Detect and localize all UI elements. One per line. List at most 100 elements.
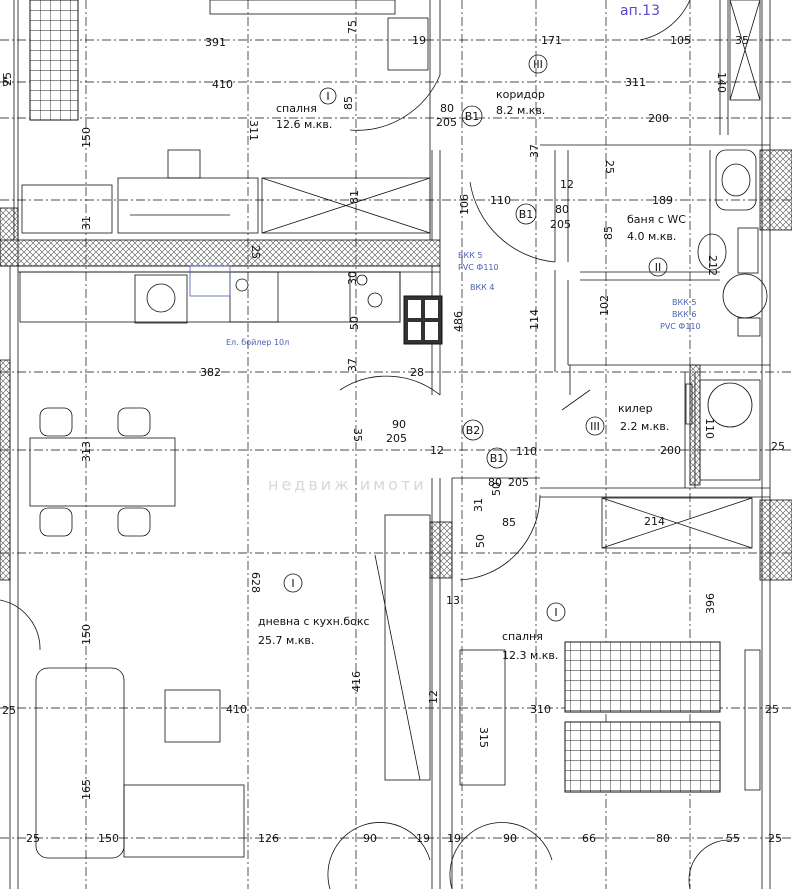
dimension-d416: 416 xyxy=(350,671,363,692)
door-swings xyxy=(0,0,731,889)
bed-2 xyxy=(564,721,721,793)
room-labels: I спалня 12.6 м.кв. III коридор 8.2 м.кв… xyxy=(258,3,686,662)
chair-3 xyxy=(39,507,73,537)
dimension-d486: 486 xyxy=(452,311,465,332)
dimension-d150a: 150 xyxy=(80,127,93,148)
wardrobe-top xyxy=(209,0,396,15)
bedroom2-name: спалня xyxy=(502,630,543,643)
dimension-d13: 13 xyxy=(446,594,460,607)
dimension-d102: 102 xyxy=(598,295,611,316)
bedroom1-num: I xyxy=(326,90,329,103)
dimension-d50b: 50 xyxy=(474,534,487,548)
chair-4 xyxy=(117,507,151,537)
bedroom1-area: 12.6 м.кв. xyxy=(276,118,332,131)
tv-cabinet xyxy=(384,514,431,781)
door-tags: B1 80 205 B1 80 205 B2 90 205 B1 80 205 xyxy=(386,102,571,489)
dimension-d410a: 410 xyxy=(212,78,233,91)
dimension-d105: 105 xyxy=(670,34,691,47)
door-width-80c: 80 xyxy=(488,476,502,489)
desk xyxy=(21,184,113,234)
boiler-note: Ел. бойлер 10л xyxy=(226,338,289,347)
dimension-d19c: 19 xyxy=(447,832,461,845)
door-tag-b1-3: B1 xyxy=(490,452,505,465)
pipe-vkk5: ВКК 5 xyxy=(458,251,482,260)
kitchen-counter xyxy=(19,271,401,323)
dimension-d28: 28 xyxy=(410,366,424,379)
toilet xyxy=(697,233,727,271)
bath-area: 4.0 м.кв. xyxy=(627,230,676,243)
dimension-d90b: 90 xyxy=(503,832,517,845)
door-tag-b2: B2 xyxy=(466,424,481,437)
dimension-d50a: 50 xyxy=(348,316,361,330)
wardrobe xyxy=(261,177,431,234)
dimension-d110c: 110 xyxy=(703,418,716,439)
bedroom2-area: 12.3 м.кв. xyxy=(502,649,558,662)
washbasin xyxy=(715,149,757,211)
dimension-d85a: 85 xyxy=(342,96,355,110)
watermark: недвиж имоти xyxy=(268,475,427,494)
door-width-80b: 80 xyxy=(555,203,569,216)
dimension-d30: 30 xyxy=(346,271,359,285)
dimension-d80e: 80 xyxy=(656,832,670,845)
living-name: дневна с кухн.бокс xyxy=(258,615,370,628)
dimension-d12b: 12 xyxy=(430,444,444,457)
coffee-table xyxy=(164,689,221,743)
sink xyxy=(229,271,279,323)
dimension-d110b: 110 xyxy=(516,445,537,458)
pipe-vkk4: ВКК 4 xyxy=(470,283,494,292)
dimension-d85c: 85 xyxy=(502,516,516,529)
dimension-d25a: 25 xyxy=(1,72,14,86)
dimension-d396: 396 xyxy=(704,593,717,614)
pipe-pvc-b: PVC Ф110 xyxy=(660,322,701,331)
dimension-d25c: 25 xyxy=(603,160,616,174)
dimension-d25e: 25 xyxy=(2,704,16,717)
desk-2 xyxy=(117,177,259,234)
corridor-name: коридор xyxy=(496,88,545,101)
sofa-end xyxy=(123,784,245,858)
dimension-d37a: 37 xyxy=(528,144,541,158)
dimension-d214: 214 xyxy=(644,515,665,528)
pipe-vkk5b: ВКК 5 xyxy=(672,298,696,307)
dimension-d12a: 12 xyxy=(560,178,574,191)
dimension-d165: 165 xyxy=(80,779,93,800)
pipe-vkk6: ВКК 6 xyxy=(672,310,696,319)
sofa xyxy=(35,667,125,859)
dimension-d126: 126 xyxy=(258,832,279,845)
chair-1 xyxy=(39,407,73,437)
dimension-d35: 35 xyxy=(735,34,749,47)
pipe-notes: ВКК 5 PVC Ф110 ВКК 4 ВКК 5 ВКК 6 PVC Ф11… xyxy=(189,251,701,347)
dimension-d315: 315 xyxy=(477,727,490,748)
dimension-labels: 391 19 75 171 105 35 410 311 311 140 200… xyxy=(1,20,785,845)
shaft-top xyxy=(729,0,761,101)
dimension-d110a: 110 xyxy=(490,194,511,207)
dimension-d31b: 31 xyxy=(472,498,485,512)
chair-2 xyxy=(117,407,151,437)
dimension-d25d: 25 xyxy=(771,440,785,453)
dimension-d382: 382 xyxy=(200,366,221,379)
living-area: 25.7 м.кв. xyxy=(258,634,314,647)
window-grid-1 xyxy=(29,0,79,121)
closet-unit xyxy=(699,379,761,481)
bedroom1-name: спалня xyxy=(276,102,317,115)
chair xyxy=(167,149,201,179)
dimension-d90a: 90 xyxy=(363,832,377,845)
toilet-box xyxy=(387,17,429,71)
bath-num: II xyxy=(655,261,662,274)
door-height-205b: 205 xyxy=(550,218,571,231)
dimension-d310: 310 xyxy=(530,703,551,716)
dimension-d25g: 25 xyxy=(26,832,40,845)
dimension-d171: 171 xyxy=(541,34,562,47)
bedroom2-num: I xyxy=(554,606,557,619)
desk-bedroom2 xyxy=(459,649,506,786)
dimension-d25h: 25 xyxy=(768,832,782,845)
closet-num: III xyxy=(590,420,600,433)
door-tag-b1: B1 xyxy=(465,110,480,123)
dimension-d25b: 25 xyxy=(249,245,262,259)
shower xyxy=(722,273,768,319)
closet-name: килер xyxy=(618,402,653,415)
dimension-d35b: 35 xyxy=(351,428,364,442)
bed-1 xyxy=(564,641,721,713)
